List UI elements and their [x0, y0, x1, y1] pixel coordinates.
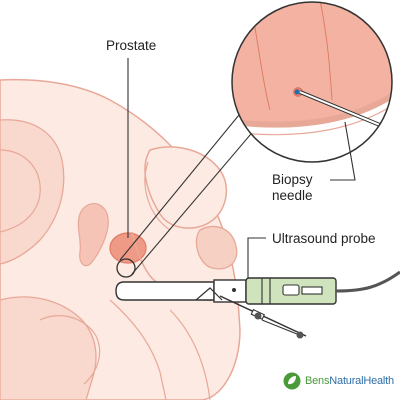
- magnify-leader-2: [131, 127, 257, 275]
- probe-cable: [335, 270, 400, 293]
- sacrum-shape: [0, 119, 65, 265]
- probe-slot: [301, 286, 323, 295]
- leaf-icon: [283, 372, 301, 390]
- ultrasound-probe: [115, 270, 400, 305]
- logo-text-part2: NaturalHealth: [329, 375, 394, 387]
- biopsy-label-line2: needle: [272, 188, 313, 203]
- biopsy-needle-label: Biopsy needle: [272, 172, 313, 204]
- seminal-vesicle: [77, 202, 109, 267]
- probe-button: [282, 284, 300, 296]
- probe-shaft: [115, 281, 215, 301]
- ultrasound-probe-label: Ultrasound probe: [272, 231, 376, 246]
- buttock-outline: [0, 296, 97, 401]
- biopsy-leader: [330, 121, 356, 181]
- magnified-view: [231, 1, 393, 163]
- bladder: [144, 146, 228, 229]
- site-logo[interactable]: BensNaturalHealth: [283, 371, 394, 391]
- perineum-line: [109, 299, 167, 401]
- target-circle: [116, 258, 136, 278]
- pubic-bone: [195, 225, 238, 270]
- ultrasound-leader: [247, 237, 266, 278]
- biopsy-label-line1: Biopsy: [272, 172, 313, 187]
- logo-text: BensNaturalHealth: [305, 375, 394, 387]
- rectum-fold: [39, 315, 101, 385]
- logo-text-part1: Bens: [305, 375, 330, 387]
- prostate-label: Prostate: [106, 38, 157, 53]
- magnify-leader-1: [119, 103, 249, 261]
- bladder-wall: [144, 161, 171, 231]
- probe-collar: [213, 279, 247, 303]
- needle-guide: [195, 287, 223, 301]
- probe-dot: [232, 288, 236, 292]
- sacrum-inner: [0, 149, 41, 233]
- thigh-line: [169, 309, 211, 401]
- biopsy-needle-assembly: [219, 295, 307, 339]
